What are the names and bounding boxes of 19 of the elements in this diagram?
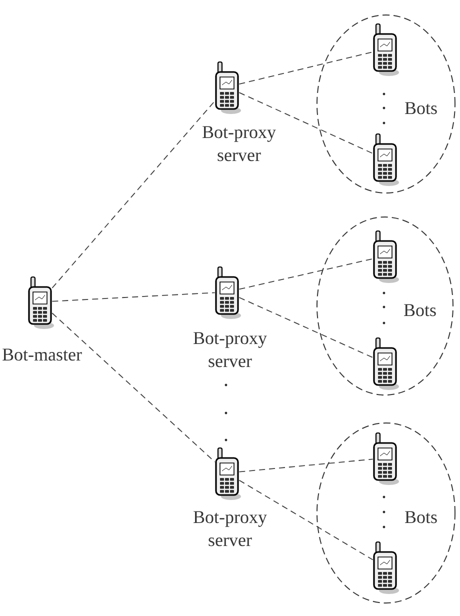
phone-icon [373, 541, 399, 594]
phone-icon [373, 337, 399, 390]
phone-icon [373, 230, 399, 283]
connection-line [238, 480, 374, 560]
node-label: Bot-master [2, 348, 82, 361]
connection-line [52, 292, 216, 302]
connection-line [238, 458, 374, 472]
connection-line [238, 92, 374, 154]
connection-line [238, 297, 374, 358]
node-label: Bot-proxy server [194, 332, 267, 368]
phone-icon [373, 23, 399, 76]
connection-line [238, 51, 374, 85]
phone-icon [373, 133, 399, 186]
connection-line [52, 312, 216, 462]
node-label: Bot-proxy server [194, 511, 267, 546]
connection-line [52, 100, 216, 288]
node-label: Bot-proxy server [202, 126, 276, 162]
connection-line [238, 258, 374, 290]
phone-icon [373, 432, 399, 485]
